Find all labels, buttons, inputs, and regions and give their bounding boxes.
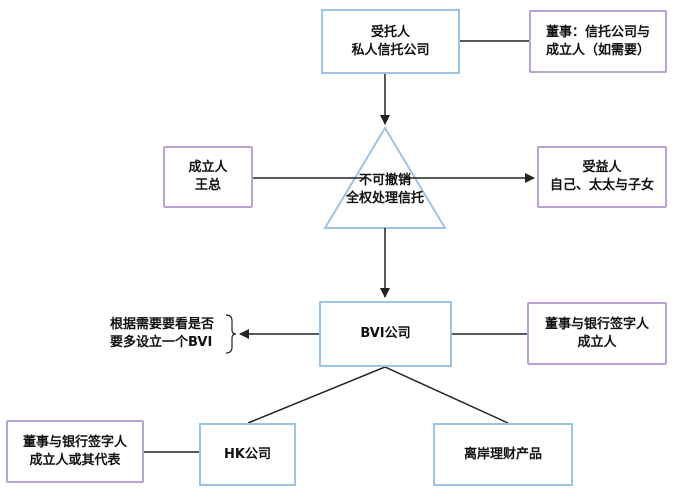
bvi-directors-box: 董事与银行签字人 成立人 xyxy=(527,302,667,365)
line-bvi-to-hk xyxy=(247,366,386,424)
trustee-directors-line1: 董事：信托公司与 xyxy=(545,24,650,40)
trustee-name: 私人信托公司 xyxy=(351,42,430,58)
offshore-product-box: 离岸理财产品 xyxy=(433,423,573,486)
line-bvi-to-offshore xyxy=(384,366,509,424)
trustee-title: 受托人 xyxy=(370,24,410,40)
settlor-name: 王总 xyxy=(194,178,221,193)
note-brace xyxy=(225,314,237,354)
bvi-directors-line2: 成立人 xyxy=(577,334,617,350)
trust-line2: 全权处理信托 xyxy=(345,191,424,206)
bvi-note-line1: 根据需要要看是否 xyxy=(110,317,215,332)
bvi-note: 根据需要要看是否 要多设立一个BVI xyxy=(110,316,230,352)
trustee-directors-box: 董事：信托公司与 成立人（如需要） xyxy=(529,10,667,73)
trust-label: 不可撤销 全权处理信托 xyxy=(330,172,440,208)
bvi-company-box: BVI公司 xyxy=(319,301,452,367)
bvi-company-label: BVI公司 xyxy=(360,326,411,341)
beneficiary-members: 自己、太太与子女 xyxy=(549,178,654,193)
hk-company-box: HK公司 xyxy=(199,423,296,486)
hk-company-label: HK公司 xyxy=(224,446,271,462)
trustee-box: 受托人 私人信托公司 xyxy=(321,9,460,74)
settlor-title: 成立人 xyxy=(188,160,228,175)
bvi-note-line2: 要多设立一个BVI xyxy=(110,335,213,350)
trust-line1: 不可撤销 xyxy=(358,173,411,188)
hk-directors-line1: 董事与银行签字人 xyxy=(22,434,127,450)
offshore-product-label: 离岸理财产品 xyxy=(463,446,542,462)
beneficiary-title: 受益人 xyxy=(582,160,622,175)
hk-directors-line2: 成立人或其代表 xyxy=(29,452,121,468)
trustee-directors-line2: 成立人（如需要） xyxy=(545,42,650,58)
settlor-box: 成立人 王总 xyxy=(163,146,253,208)
beneficiary-box: 受益人 自己、太太与子女 xyxy=(537,146,667,208)
bvi-directors-line1: 董事与银行签字人 xyxy=(544,316,649,332)
hk-directors-box: 董事与银行签字人 成立人或其代表 xyxy=(6,420,144,483)
